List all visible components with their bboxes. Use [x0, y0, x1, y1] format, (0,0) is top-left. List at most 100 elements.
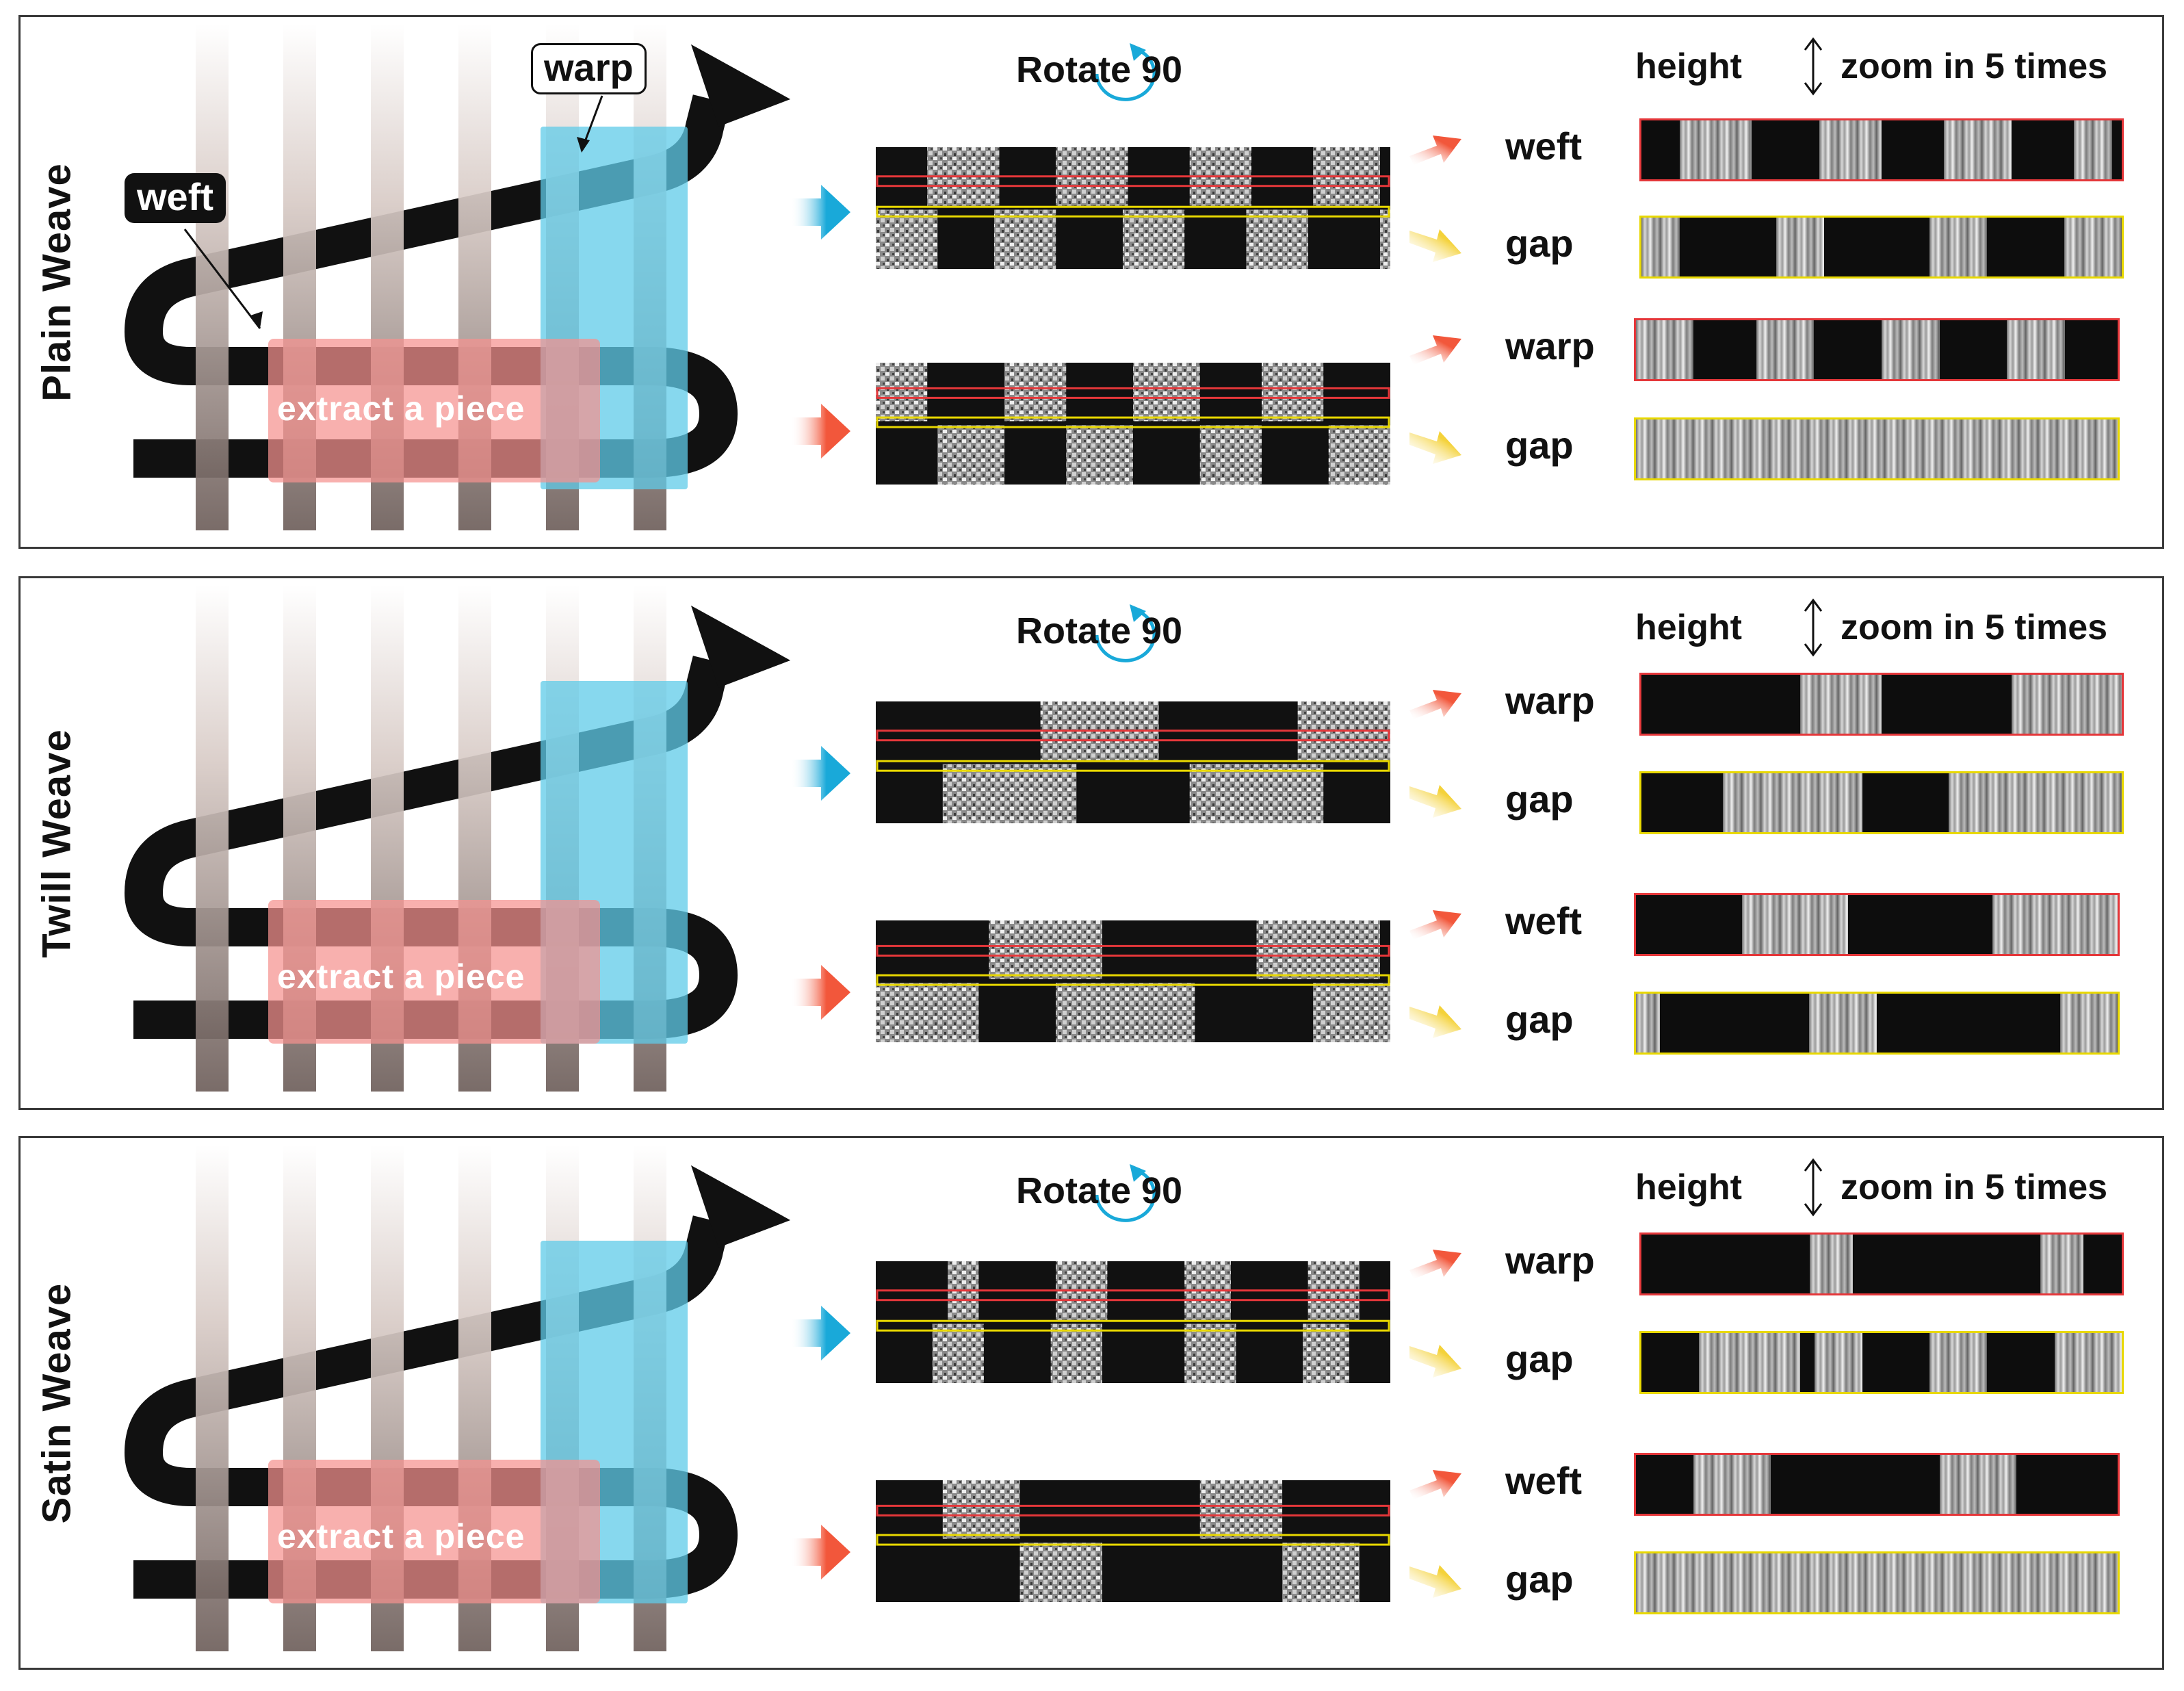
strip-image — [1634, 1551, 2120, 1614]
fiber-band — [1693, 1455, 1771, 1514]
row-label: Plain Weave — [26, 17, 88, 547]
strip-label: weft — [1505, 1459, 1582, 1502]
red-arrow-icon — [1409, 1470, 1461, 1499]
fiber-band — [1699, 1333, 1800, 1392]
fiber-band — [1814, 1333, 1862, 1392]
rotate-arrow-warp-shape — [790, 1306, 850, 1360]
fiber-bundle — [942, 764, 1077, 823]
rotate-text: Rotate 90 — [1016, 610, 1183, 651]
fiber-band — [1741, 895, 1848, 954]
weave-type-label: Twill Weave — [34, 728, 79, 958]
red-sample-line — [876, 175, 1390, 188]
micro-svg — [876, 701, 1390, 823]
red-sample-line — [876, 387, 1390, 399]
red-arrow-icon — [1409, 335, 1461, 365]
red-arrow-icon — [1409, 1250, 1461, 1279]
row-label: Satin Weave — [26, 1138, 88, 1668]
fiber-band — [1636, 994, 1661, 1053]
warp-yarn — [196, 24, 229, 530]
fiber-bundle — [942, 1480, 1020, 1539]
warp-pointer-head — [577, 137, 590, 153]
rotate-arrow-weft — [790, 1525, 850, 1579]
weave-schematic — [125, 585, 790, 1092]
strip-image — [1634, 1453, 2120, 1516]
yellow-sample-line — [876, 1534, 1390, 1546]
weave-type-label: Satin Weave — [34, 1282, 79, 1523]
strip-image — [1639, 118, 2124, 181]
fiber-bundle — [1199, 425, 1262, 485]
fiber-bundle — [876, 209, 938, 269]
red-arrow-icon — [1409, 690, 1461, 719]
strip-label: warp — [1505, 1239, 1595, 1282]
strip-label: gap — [1505, 777, 1574, 821]
strip-image — [1639, 673, 2124, 736]
fiber-band — [1636, 419, 2118, 478]
zoom-label: zoom in 5 times — [1841, 608, 2108, 647]
yellow-sample-line — [876, 416, 1390, 428]
fiber-band — [1636, 1553, 2118, 1612]
weft-arrowhead-fill — [691, 606, 790, 688]
micro-image — [876, 1480, 1390, 1602]
weft-arrowhead-fill — [691, 1165, 790, 1248]
weft-highlight — [268, 900, 600, 1044]
rotate-arc — [1095, 609, 1156, 662]
rotate-arrowhead — [1130, 604, 1146, 622]
micro-image — [876, 701, 1390, 823]
extract-label: extract a piece — [277, 389, 525, 428]
micro-image — [876, 147, 1390, 269]
micro-svg — [876, 147, 1390, 269]
red-arrow-icon — [1409, 135, 1461, 165]
fiber-band — [1776, 218, 1824, 276]
red-sample-line — [876, 1504, 1390, 1516]
yellow-sample-line — [876, 760, 1390, 772]
rotate-arrow-warp — [790, 1306, 850, 1360]
weft-pointer-head — [250, 311, 263, 328]
fiber-bundle — [1313, 983, 1390, 1042]
strip-image — [1634, 893, 2120, 956]
strip-label: gap — [1505, 1558, 1574, 1601]
weft-arrowhead-fill — [691, 44, 790, 127]
fiber-bundle — [1189, 764, 1324, 823]
strip-label: gap — [1505, 222, 1574, 265]
yellow-arrow-icon — [1409, 1565, 1461, 1598]
fiber-band — [1723, 773, 1862, 832]
fiber-bundle — [876, 983, 979, 1042]
rotate-arrow-warp-shape — [790, 746, 850, 801]
strip-image — [1639, 216, 2124, 279]
height-label: height — [1635, 1167, 1742, 1207]
yellow-arrow-icon — [1409, 1005, 1461, 1038]
rotate-arrowhead — [1130, 1164, 1146, 1182]
zoom-label: zoom in 5 times — [1841, 47, 2108, 86]
fiber-bundle — [1133, 363, 1200, 422]
rotate-arrow-weft-shape — [790, 404, 850, 459]
fiber-band — [1939, 1455, 2017, 1514]
fiber-bundle — [1056, 983, 1195, 1042]
yellow-arrow-icon — [1409, 431, 1461, 464]
fiber-band — [2040, 1235, 2083, 1293]
height-label: height — [1635, 47, 1742, 86]
fiber-band — [1882, 320, 1940, 379]
fiber-band — [1992, 895, 2118, 954]
strip-label: weft — [1505, 899, 1582, 942]
fiber-band — [1799, 675, 1882, 734]
fiber-bundle — [989, 920, 1102, 979]
fiber-bundle — [1050, 1324, 1102, 1383]
fiber-bundle — [1199, 1480, 1283, 1539]
fiber-bundle — [1246, 209, 1308, 269]
fiber-bundle — [1184, 1324, 1236, 1383]
fiber-band — [1929, 1333, 1988, 1392]
fiber-bundle — [937, 425, 1004, 485]
fiber-band — [2064, 218, 2122, 276]
fiber-band — [1929, 218, 1988, 276]
fiber-bundle — [876, 363, 928, 422]
rotate-arc — [1095, 1169, 1156, 1222]
rotate-icon — [1095, 604, 1156, 662]
fiber-band — [2073, 120, 2112, 179]
strip-label: gap — [1505, 424, 1574, 467]
extract-label: extract a piece — [277, 957, 525, 996]
strip-label: warp — [1505, 679, 1595, 722]
red-arrow-icon — [1409, 910, 1461, 940]
fiber-bundle — [1303, 1324, 1349, 1383]
fiber-bundle — [993, 209, 1056, 269]
